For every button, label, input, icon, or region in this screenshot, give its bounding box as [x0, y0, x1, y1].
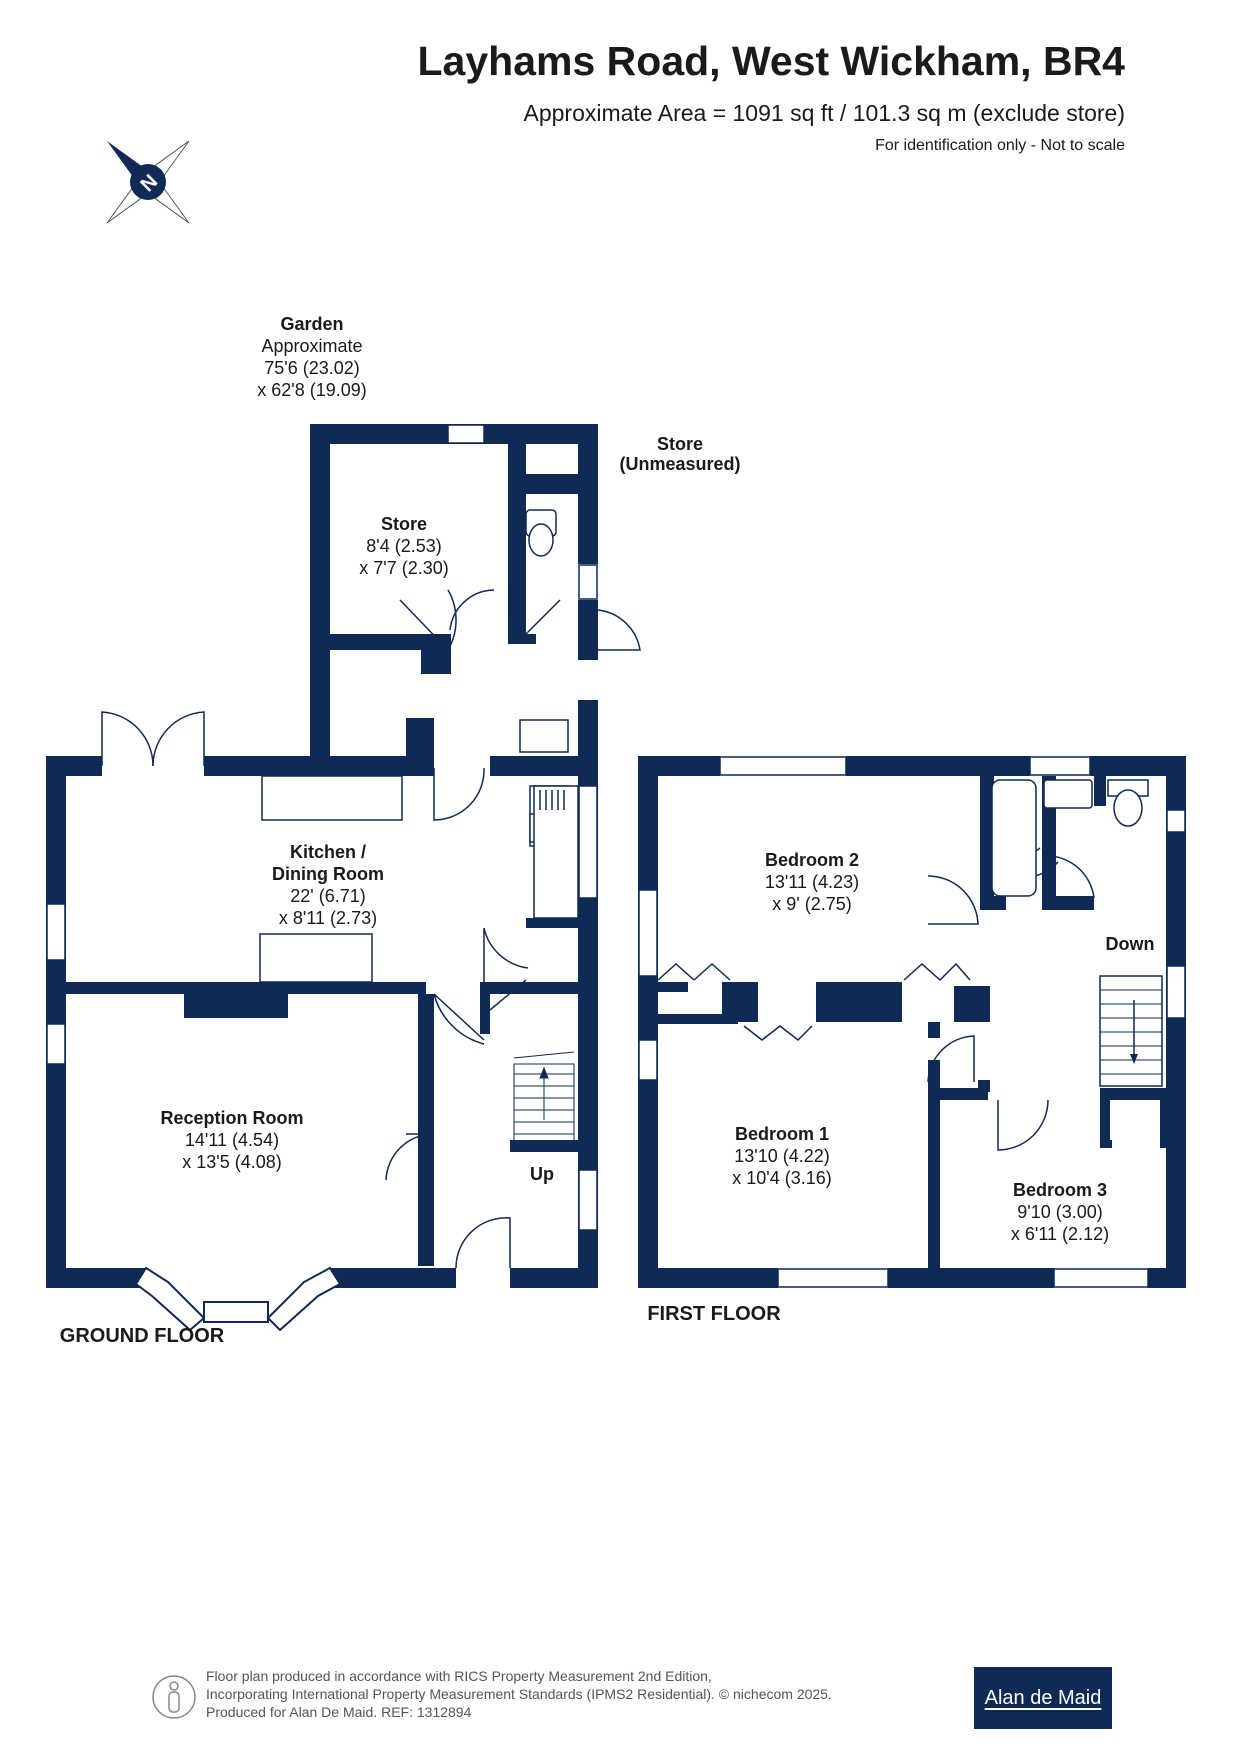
- reception-dim1: 14'11 (4.54): [185, 1130, 279, 1150]
- page-title: Layhams Road, West Wickham, BR4: [417, 38, 1125, 84]
- stairs-up-label: Up: [530, 1164, 554, 1184]
- stairs-down-label: Down: [1106, 934, 1155, 954]
- kitchen-label-2: Dining Room: [272, 864, 384, 884]
- ground-floor-label: GROUND FLOOR: [60, 1325, 225, 1347]
- bedroom2-dim2: x 9' (2.75): [772, 894, 851, 914]
- garden-approximate: Approximate: [261, 336, 362, 356]
- footer-text: Floor plan produced in accordance with R…: [206, 1667, 832, 1721]
- store-dim1: 8'4 (2.53): [366, 536, 441, 556]
- reception-dim2: x 13'5 (4.08): [182, 1152, 282, 1172]
- first-floor-fixtures: [991, 779, 1163, 1087]
- bedroom3-label: Bedroom 3: [1013, 1180, 1107, 1200]
- area-subtitle: Approximate Area = 1091 sq ft / 101.3 sq…: [523, 100, 1125, 126]
- footer-line-1: Floor plan produced in accordance with R…: [206, 1668, 712, 1684]
- ground-floor-windows: [46, 424, 598, 1231]
- ground-floor-fixtures: [259, 509, 579, 983]
- ground-floor-doors: [101, 589, 641, 1269]
- first-floor-label: FIRST FLOOR: [647, 1303, 781, 1325]
- garden-dim1: 75'6 (23.02): [264, 358, 360, 378]
- first-floor-doors: [657, 847, 1095, 1151]
- ground-floor-walls: [46, 424, 598, 1288]
- stairs-down-arrow: [1130, 1000, 1138, 1064]
- stairs-up: [513, 1051, 575, 1151]
- person-icon: [152, 1675, 196, 1719]
- store-label: Store: [381, 514, 427, 534]
- bedroom1-label: Bedroom 1: [735, 1124, 829, 1144]
- first-floor-walls: [638, 756, 1186, 1288]
- store-unmeasured-sub: (Unmeasured): [619, 454, 740, 474]
- bedroom1-dim2: x 10'4 (3.16): [732, 1168, 832, 1188]
- agency-logo: Alan de Maid: [974, 1667, 1112, 1729]
- bay-window: [134, 1266, 342, 1332]
- bedroom3-dim2: x 6'11 (2.12): [1011, 1224, 1109, 1244]
- garden-dim2: x 62'8 (19.09): [257, 380, 367, 400]
- footer-line-3: Produced for Alan De Maid. REF: 1312894: [206, 1704, 472, 1720]
- store-dim2: x 7'7 (2.30): [359, 558, 448, 578]
- garden-label: Garden: [280, 314, 343, 334]
- scale-note: For identification only - Not to scale: [875, 137, 1125, 154]
- store-unmeasured-label: Store: [657, 434, 703, 454]
- bedroom2-label: Bedroom 2: [765, 850, 859, 870]
- footer-line-2: Incorporating International Property Mea…: [206, 1686, 832, 1702]
- first-floor-windows: [638, 756, 1186, 1288]
- bedroom3-dim1: 9'10 (3.00): [1017, 1202, 1103, 1222]
- reception-label: Reception Room: [160, 1108, 303, 1128]
- kitchen-dim1: 22' (6.71): [290, 886, 365, 906]
- bedroom1-dim1: 13'10 (4.22): [734, 1146, 830, 1166]
- kitchen-dim2: x 8'11 (2.73): [279, 908, 377, 928]
- bedroom2-dim1: 13'11 (4.23): [765, 872, 859, 892]
- compass-icon: [106, 140, 190, 224]
- kitchen-label-1: Kitchen /: [290, 842, 366, 862]
